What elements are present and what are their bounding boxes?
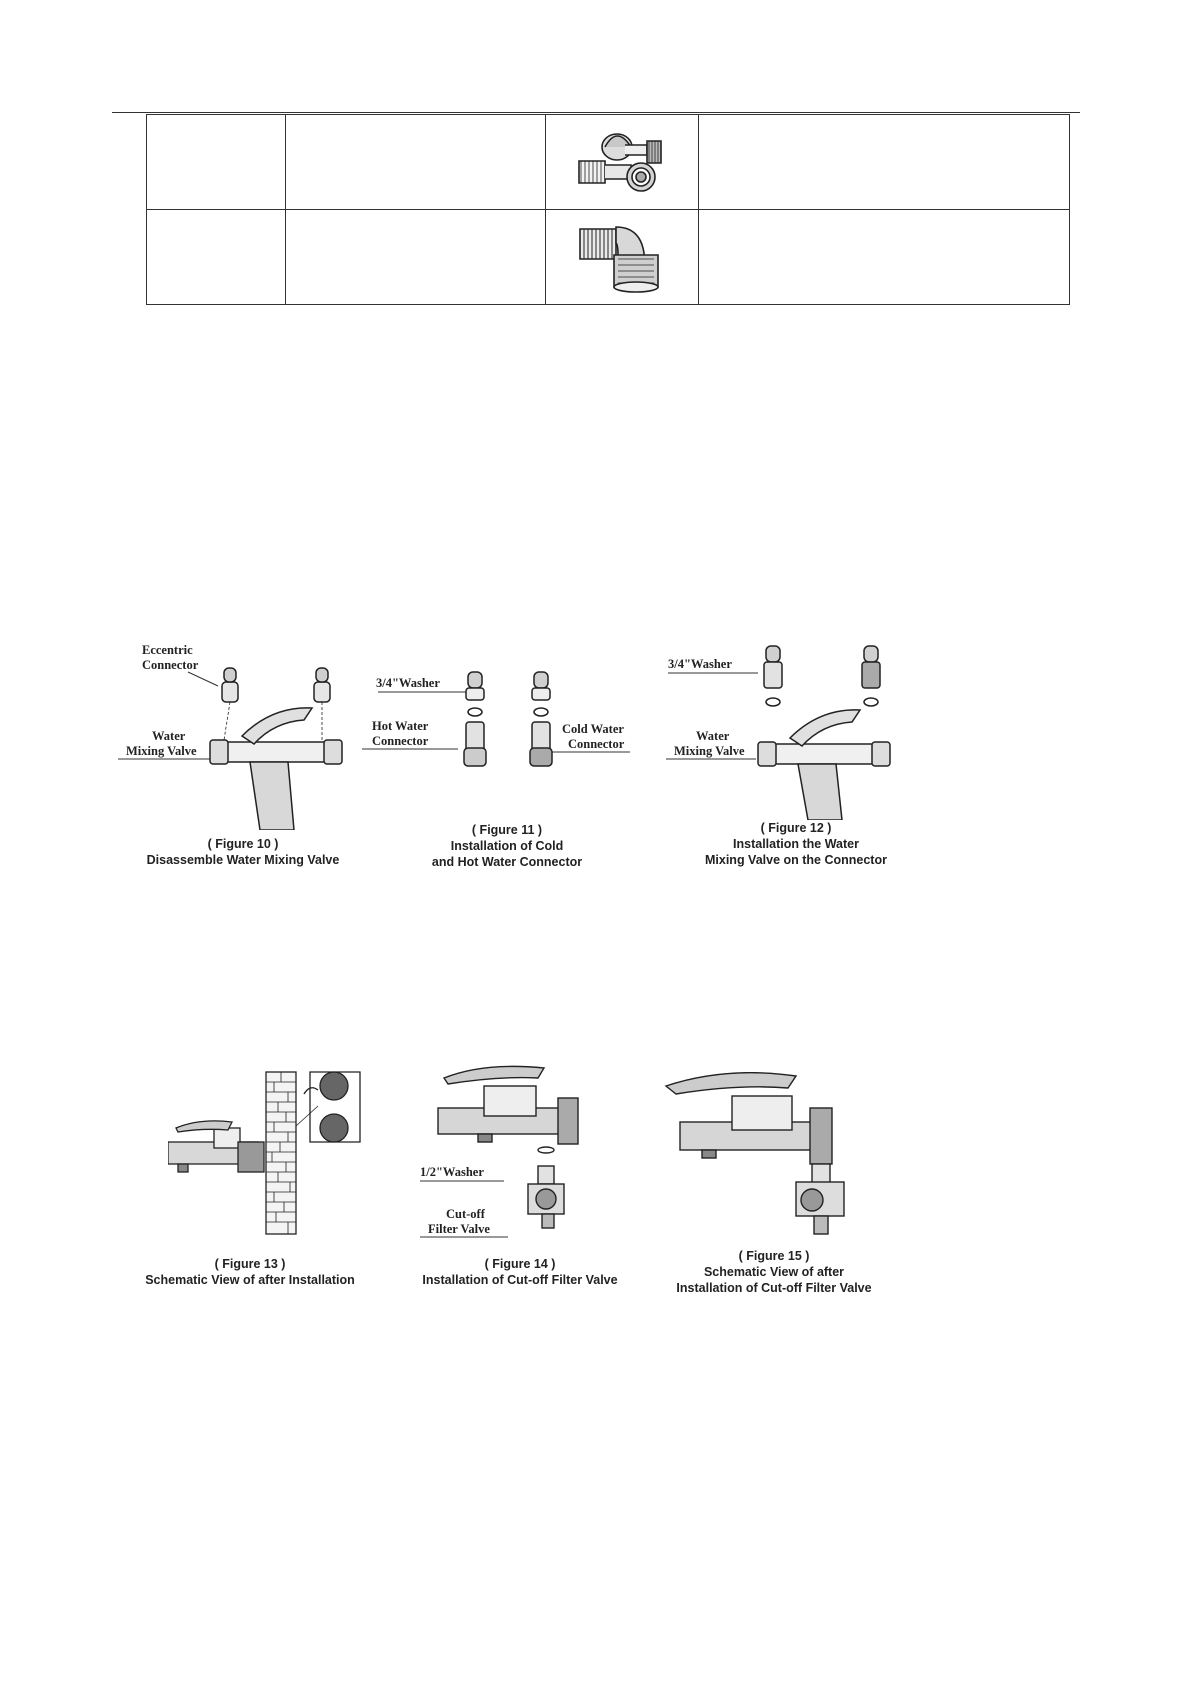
figure-15-caption-1: Schematic View of after xyxy=(703,1265,845,1279)
figure-14-caption: Installation of Cut-off Filter Valve xyxy=(422,1273,618,1287)
figure-11-caption-2: and Hot Water Connector xyxy=(431,855,583,869)
label-valve12-1: Water xyxy=(696,729,730,743)
table-cell xyxy=(698,209,1070,305)
table-cell xyxy=(285,209,546,305)
figure-14-number: ( Figure 14 ) xyxy=(484,1257,556,1271)
figure-14-diagram: 1/2"Washer Cut-off Filter Valve xyxy=(420,1065,579,1238)
figure-15-number: ( Figure 15 ) xyxy=(738,1249,810,1263)
figure-12-number: ( Figure 12 ) xyxy=(760,821,832,835)
parts-table xyxy=(146,114,1070,305)
figure-15-diagram xyxy=(664,1072,845,1235)
header-rule xyxy=(112,112,1080,113)
figure-12-caption-1: Installation the Water xyxy=(733,837,859,851)
table-cell xyxy=(146,114,286,210)
figure-11-diagram: 3/4"Washer Hot Water Connector Cold Wate… xyxy=(362,671,630,767)
figure-10-number: ( Figure 10 ) xyxy=(207,837,279,851)
label-washer-14: 1/2"Washer xyxy=(420,1165,484,1179)
table-cell-image xyxy=(545,114,699,210)
label-cold-2: Connector xyxy=(568,737,625,751)
label-cutoff-2: Filter Valve xyxy=(428,1222,490,1236)
figure-12-diagram: 3/4"Washer Water Mixing Valve xyxy=(666,645,891,820)
label-hot-1: Hot Water xyxy=(372,719,429,733)
table-cell xyxy=(698,114,1070,210)
label-valve12-2: Mixing Valve xyxy=(674,744,745,758)
label-eccentric-1: Eccentric xyxy=(142,643,193,657)
label-washer-12: 3/4"Washer xyxy=(668,657,732,671)
figure-12-caption-2: Mixing Valve on the Connector xyxy=(705,853,887,867)
label-washer-11: 3/4"Washer xyxy=(376,676,440,690)
table-cell xyxy=(285,114,546,210)
figure-10-diagram: Eccentric Connector Water Mixing Valve xyxy=(118,643,343,830)
label-eccentric-2: Connector xyxy=(142,658,199,672)
label-hot-2: Connector xyxy=(372,734,429,748)
table-cell-image xyxy=(545,209,699,305)
figure-15-caption-2: Installation of Cut-off Filter Valve xyxy=(676,1281,872,1295)
figure-13-caption: Schematic View of after Installation xyxy=(145,1273,355,1287)
table-cell xyxy=(146,209,286,305)
table-row xyxy=(146,114,1070,210)
figure-13-number: ( Figure 13 ) xyxy=(214,1257,286,1271)
label-cutoff-1: Cut-off xyxy=(446,1207,486,1221)
cut-off-valve-icon xyxy=(578,132,662,192)
label-water-mixing-2: Mixing Valve xyxy=(126,744,197,758)
label-water-mixing-1: Water xyxy=(152,729,186,743)
figure-11-number: ( Figure 11 ) xyxy=(471,823,543,837)
table-row xyxy=(146,209,1070,305)
label-cold-1: Cold Water xyxy=(562,722,624,736)
figure-10-caption: Disassemble Water Mixing Valve xyxy=(146,853,340,867)
figure-13-diagram xyxy=(168,1071,361,1235)
figure-11-caption-1: Installation of Cold xyxy=(450,839,564,853)
elbow-connector-icon xyxy=(579,225,659,293)
